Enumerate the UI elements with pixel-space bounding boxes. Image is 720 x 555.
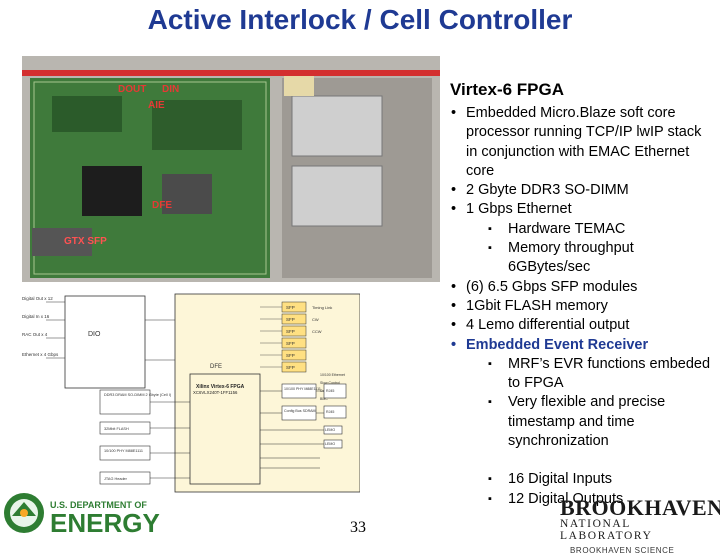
center-box-label: 10/100 PHY M88E1111 bbox=[284, 387, 321, 391]
memory-block bbox=[99, 389, 151, 415]
bullet-item: (6) 6.5 Gbps SFP modules bbox=[448, 278, 716, 298]
bullet-item: 4 Lemo differential output bbox=[448, 316, 716, 336]
dfe-label: DFE bbox=[210, 364, 222, 370]
sfp-label: SFP bbox=[286, 353, 295, 358]
bnl-logo-text: BROOKHAVEN bbox=[560, 495, 720, 520]
doe-line2: ENERGY bbox=[50, 508, 160, 538]
fpga-part: XC6VLX240T-1FF1156 bbox=[193, 390, 238, 395]
right-note: 10/100 Ethernet bbox=[320, 373, 345, 377]
fpga-box bbox=[189, 373, 261, 485]
bullet-item: Embedded Event Receiver bbox=[448, 336, 716, 356]
center-box-label: Config Bus SDRAM bbox=[284, 409, 316, 413]
bnl-science: BROOKHAVEN SCIENCE bbox=[570, 546, 675, 555]
photo-label-dfe: DFE bbox=[152, 200, 172, 211]
block-diagram: DIO Digital Out x 12 Digital In x 16 RAC… bbox=[22, 293, 360, 493]
bullet-item: 2 Gbyte DDR3 SO-DIMM bbox=[448, 181, 716, 201]
hardware-photo: DOUT DIN AIE DFE GTX SFP bbox=[22, 56, 440, 282]
dio-label: DIO bbox=[88, 331, 101, 338]
side-box-label: LEMO bbox=[325, 442, 335, 446]
sfp-label: SFP bbox=[286, 329, 295, 334]
sfp-right-label: Timing Link bbox=[312, 305, 332, 310]
memory-block-label: 10/100 PHY M88E1111 bbox=[104, 449, 143, 453]
bnl-subtitle: NATIONAL LABORATORY bbox=[560, 518, 653, 542]
sfp-right-label: CW bbox=[312, 317, 319, 322]
doe-line1: U.S. DEPARTMENT OF bbox=[50, 500, 147, 510]
right-note: Slow Control bbox=[320, 381, 340, 385]
photo-label-dout: DOUT bbox=[118, 84, 146, 95]
memory-block-label: 32Mbit FLASH bbox=[104, 427, 129, 431]
bullet-item: 1 Gbps Ethernet bbox=[448, 200, 716, 220]
photo-label-din: DIN bbox=[162, 84, 179, 95]
bullet-item: Embedded Micro.Blaze soft core processor… bbox=[448, 104, 716, 181]
sub-bullet-item: MRF’s EVR functions embeded to FPGA bbox=[448, 355, 716, 394]
sub-bullet-item: Very flexible and precise timestamp and … bbox=[448, 393, 716, 451]
photo-label-gtx-sfp: GTX SFP bbox=[64, 236, 107, 247]
dio-box bbox=[64, 295, 146, 389]
page-number: 33 bbox=[350, 519, 366, 536]
bullet-item: 1Gbit FLASH memory bbox=[448, 297, 716, 317]
bnl-logo: BROOKHAVEN NATIONAL LABORATORY BROOKHAVE… bbox=[560, 495, 720, 555]
diagram-left-label: RAC Out x 4 bbox=[22, 332, 48, 337]
sub-bullet-item: Hardware TEMAC bbox=[448, 220, 716, 240]
photo-label-aie: AIE bbox=[148, 100, 165, 111]
diagram-left-label: Digital In x 16 bbox=[22, 314, 50, 319]
sfp-right-label: CCW bbox=[312, 329, 322, 334]
sfp-label: SFP bbox=[286, 365, 295, 370]
diagram-left-label: Digital Out x 12 bbox=[22, 296, 53, 301]
doe-logo: U.S. DEPARTMENT OF ENERGY bbox=[4, 493, 160, 538]
memory-block-label: DDR3 DRAM SO-DIMM 2 Gbyte (Cell I) bbox=[104, 393, 172, 397]
fpga-heading: Virtex-6 FPGA bbox=[450, 80, 565, 99]
slide-title: Active Interlock / Cell Controller bbox=[147, 4, 573, 35]
sub-bullet-item: 16 Digital Inputs bbox=[448, 470, 716, 490]
memory-block-label: JTAG Header bbox=[104, 477, 128, 481]
sub-bullet-item: 12 Digital Outputs bbox=[448, 490, 716, 510]
fpga-label: Xilinx Virtex-6 FPGA bbox=[196, 384, 245, 390]
feature-bullets: Embedded Micro.Blaze soft core processor… bbox=[448, 104, 716, 509]
rj45-box bbox=[323, 405, 347, 419]
sfp-label: SFP bbox=[286, 341, 295, 346]
right-note: BMC bbox=[320, 397, 328, 401]
sfp-label: SFP bbox=[286, 317, 295, 322]
sub-bullet-item: Memory throughput 6GBytes/sec bbox=[448, 239, 716, 278]
side-box-label: RJ45 bbox=[326, 410, 334, 414]
side-box-label: LEMO bbox=[325, 428, 335, 432]
diagram-left-label: Ethernet x 4 Gbps bbox=[22, 352, 59, 357]
side-box-label: RJ45 bbox=[326, 389, 334, 393]
sfp-label: SFP bbox=[286, 305, 295, 310]
